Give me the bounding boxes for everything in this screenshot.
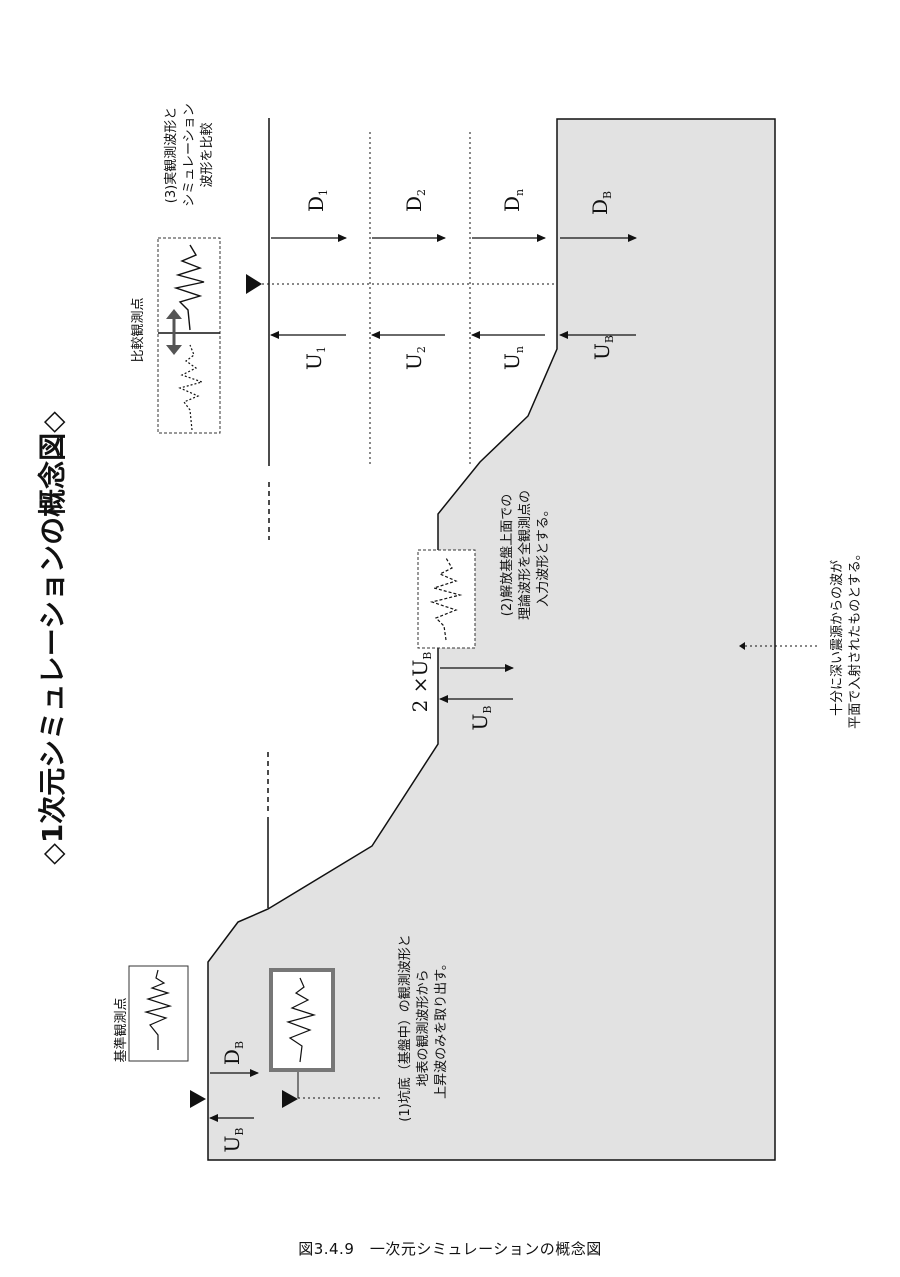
note2-line1: (2)解放基盤上面での (500, 494, 515, 616)
note1-line3: 上昇波のみを取り出す。 (434, 957, 449, 1099)
ground-profile (207, 118, 776, 1161)
note3-line3: 波形を比較 (200, 122, 215, 187)
comparison-wave-box (157, 237, 221, 434)
reference-point-label: 基準観測点 (113, 997, 129, 1062)
note1-line1: (1)坑底（基盤中）の観測波形と (397, 934, 413, 1121)
waveform-icon (429, 557, 463, 641)
label-u1: U1 (302, 346, 328, 370)
note2-line2: 理論波形を全観測点の (517, 490, 533, 620)
theoretical-wave-box (417, 549, 476, 649)
label-dn: Dn (500, 189, 526, 212)
label-ub: UB (590, 335, 616, 360)
label-un: Un (500, 346, 526, 370)
marker-triangle-icon (246, 274, 262, 294)
figure-caption: 図3.4.9 一次元シミュレーションの概念図 (298, 1240, 602, 1258)
marker-triangle-icon (190, 1090, 206, 1108)
note2-line3: 入力波形とする。 (536, 503, 551, 607)
waveform-icon (178, 344, 205, 431)
label-2xub: 2 ×UB (408, 652, 434, 713)
waveform-icon (286, 977, 317, 1063)
note3-line1: (3)実観測波形と (163, 107, 179, 203)
label-ub-left: UB (220, 1128, 246, 1153)
page-title: ◇1次元シミュレーションの概念図◇ (36, 411, 69, 865)
double-arrow-icon (166, 345, 182, 355)
note4-line2: 平面で入射されたものとする。 (847, 547, 863, 729)
label-db: DB (588, 191, 614, 215)
label-d2: D2 (402, 189, 428, 212)
comparison-point-label: 比較観測点 (131, 297, 146, 362)
surface-wave-box (269, 968, 335, 1072)
label-db-left: DB (220, 1041, 246, 1065)
marker-small-arrow-icon (739, 642, 745, 650)
waveform-icon (143, 969, 173, 1050)
marker-triangle-icon (282, 1090, 298, 1108)
label-ub-mid: UB (468, 706, 494, 731)
note1-line2: 地表の観測波形から (416, 969, 431, 1086)
label-u2: U2 (402, 346, 428, 370)
waveform-icon (173, 244, 205, 331)
double-arrow-icon (166, 309, 182, 319)
note3-line2: シミュレーション (182, 103, 197, 206)
label-d1: D1 (304, 189, 330, 212)
note4-line1: 十分に深い震源からの波が (830, 560, 845, 716)
